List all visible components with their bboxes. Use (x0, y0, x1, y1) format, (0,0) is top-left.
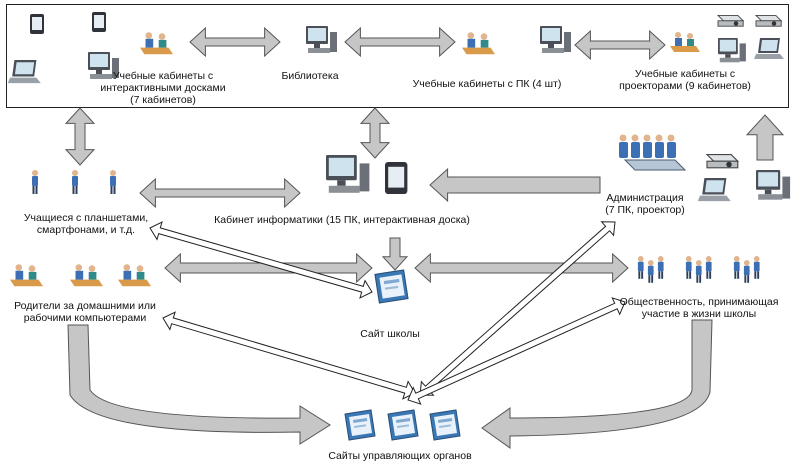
arrow-students-site (149, 221, 373, 299)
laptop-icon (754, 38, 784, 59)
laptop-icon (697, 178, 731, 202)
arrow-library-pcrooms (344, 26, 456, 58)
label-projector-rooms: Учебные кабинеты с проекторами (9 кабине… (619, 68, 751, 92)
monitor-icon (540, 26, 571, 53)
tablet-icon (385, 162, 408, 194)
public-person-icon (657, 256, 664, 279)
classrooms-frame (6, 4, 789, 108)
arrow-site-public (414, 252, 629, 284)
public-person-icon (637, 256, 644, 279)
public-person-icon (695, 260, 702, 283)
arrow-parents-governing (162, 311, 416, 400)
public-person-icon (733, 256, 740, 279)
icons-layer (7, 12, 791, 441)
label-interactive-rooms: Учебные кабинеты с интерактивными доскам… (100, 70, 226, 106)
arrow-admin-top (745, 114, 785, 161)
arrow-itroom-site (381, 237, 409, 271)
label-administration: Администрация (7 ПК, проектор) (605, 192, 685, 216)
meeting-room-icon (619, 134, 687, 171)
site-card-icon (374, 269, 409, 304)
label-public: Общественность, принимающая участие в жи… (619, 296, 779, 320)
monitor-icon (756, 170, 791, 200)
arrow-students-itroom (139, 177, 301, 209)
public-person-icon (743, 260, 750, 283)
site-card-icon (429, 409, 461, 441)
monitor-icon (718, 38, 746, 63)
label-students: Учащиеся с планшетами, смартфонами, и т.… (23, 212, 149, 236)
monitor-icon (306, 26, 337, 53)
tablet-icon (92, 12, 106, 32)
public-person-icon (685, 256, 692, 279)
parent-desk-icon (70, 264, 103, 287)
arrow-admin-itroom (429, 167, 601, 203)
label-pc-rooms: Учебные кабинеты с ПК (4 шт) (412, 78, 562, 90)
monitor-icon (88, 52, 119, 79)
parent-desk-icon (118, 264, 151, 287)
arrow-top-students (64, 107, 96, 166)
projector-icon (754, 14, 783, 27)
projector-icon (705, 154, 740, 169)
projector-icon (716, 14, 745, 27)
laptop-icon (7, 60, 41, 84)
public-person-icon (647, 260, 654, 283)
arrow-parents-curve (67, 324, 331, 445)
public-person-icon (705, 256, 712, 279)
classroom-desk-icon (462, 32, 495, 55)
classroom-desk-icon (670, 32, 700, 52)
parent-desk-icon (10, 264, 43, 287)
arrow-top-itroom (359, 107, 391, 159)
public-person-icon (753, 256, 760, 279)
arrow-admin-governing (419, 221, 616, 396)
arrow-pcrooms-projector (574, 29, 666, 61)
classroom-desk-icon (140, 32, 173, 55)
arrow-public-curve (481, 319, 713, 449)
arrow-interactive-library (189, 26, 281, 58)
label-parents: Родители за домашними или рабочими компь… (14, 300, 156, 324)
connection-arrows (64, 26, 785, 449)
site-card-icon (344, 409, 376, 441)
site-card-icon (387, 409, 419, 441)
monitor-icon (326, 155, 370, 193)
label-governing-sites: Сайты управляющих органов (328, 450, 472, 462)
label-it-room: Кабинет информатики (15 ПК, интерактивна… (214, 214, 470, 226)
arrow-public-governing (407, 297, 626, 405)
student-icon (32, 170, 38, 194)
tablet-icon (30, 14, 44, 34)
student-icon (110, 170, 116, 194)
label-school-site: Сайт школы (360, 328, 420, 340)
student-icon (72, 170, 78, 194)
label-library: Библиотека (281, 70, 339, 82)
arrow-parents-site (164, 252, 373, 284)
